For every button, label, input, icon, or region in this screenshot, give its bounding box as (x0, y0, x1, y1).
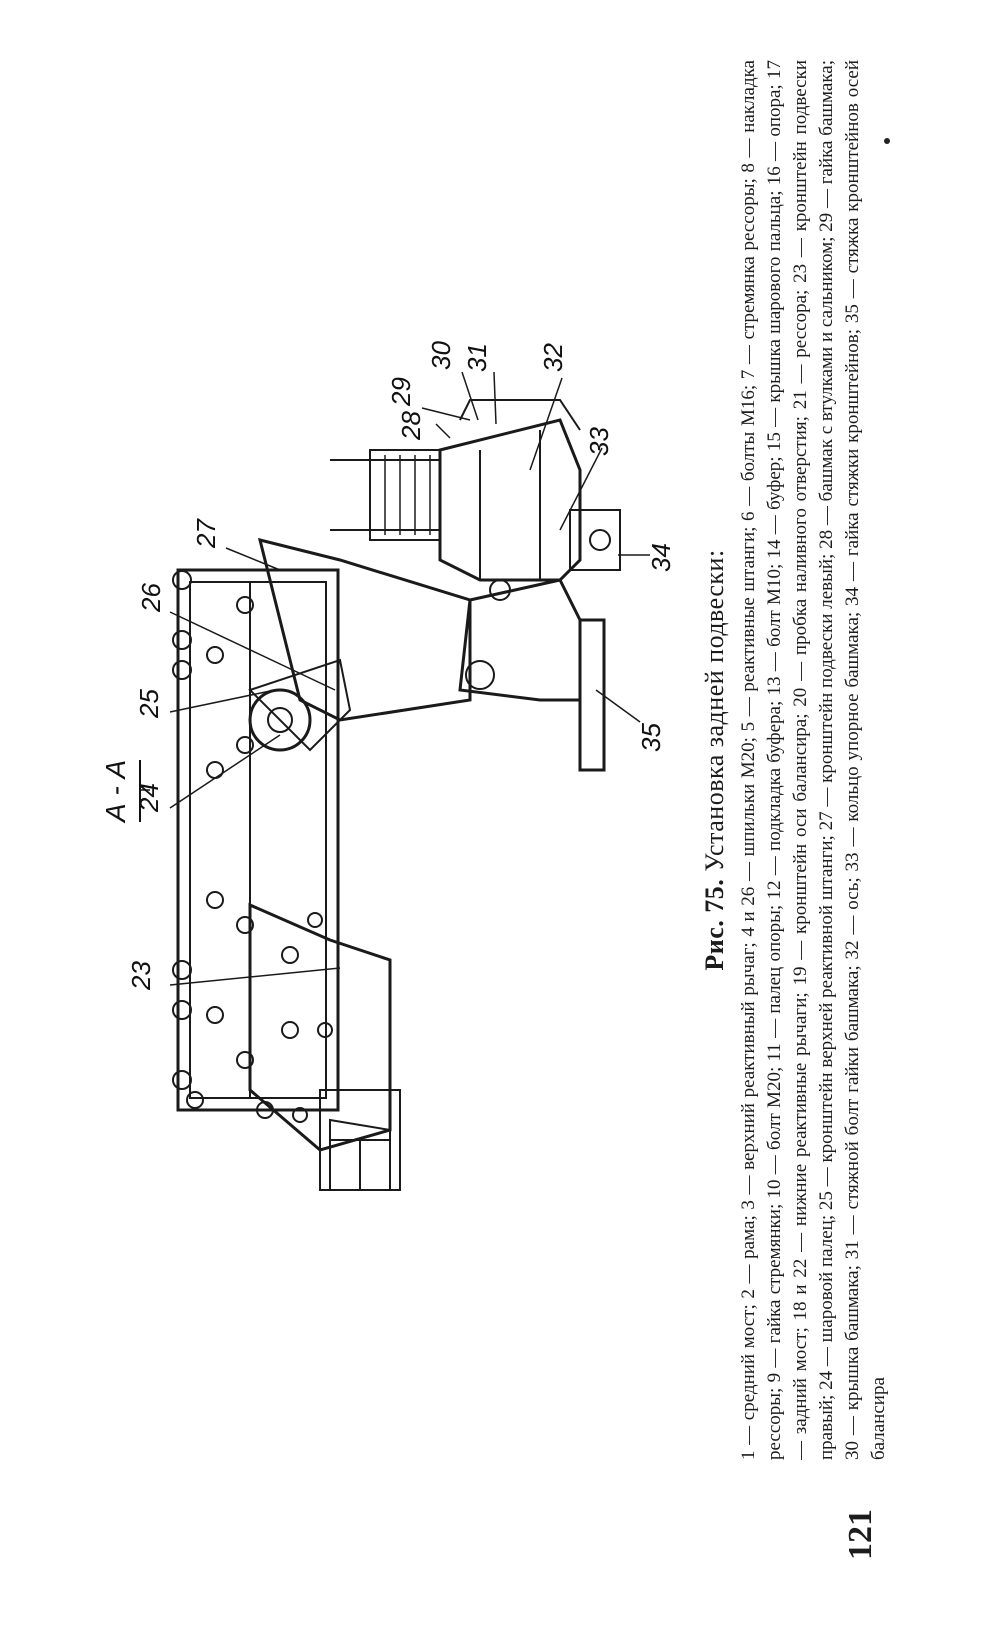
callout-35: 35 (636, 723, 666, 752)
stray-dot (884, 138, 890, 144)
section-label: А - А (100, 760, 131, 824)
balancer-bracket (458, 578, 582, 702)
callout-29: 29 (386, 377, 416, 407)
figure-number: Рис. 75. (700, 878, 729, 971)
callout-25: 25 (134, 689, 164, 719)
callout-26: 26 (136, 583, 166, 613)
callout-27: 27 (191, 518, 221, 549)
tie-rod (578, 618, 606, 772)
callout-28: 28 (396, 411, 426, 441)
frame-channel-outer (176, 568, 340, 1112)
callout-34: 34 (646, 543, 676, 572)
figure-title: Установка задней подвески: (700, 549, 729, 872)
frame-bolts (172, 570, 333, 1123)
page-number: 121 (842, 1509, 879, 1560)
callout-32: 32 (538, 343, 568, 372)
axle-housing (438, 418, 582, 582)
caption-title: Рис. 75. Установка задней подвески: (700, 60, 730, 1460)
caption-block: Рис. 75. Установка задней подвески: 1 — … (700, 60, 892, 1460)
callout-33: 33 (584, 427, 614, 456)
leader-lines (140, 371, 650, 986)
callout-23: 23 (126, 961, 156, 991)
callout-24: 24 (134, 783, 164, 813)
callout-30: 30 (426, 341, 456, 370)
callout-31: 31 (462, 343, 492, 372)
caption-body: 1 — средний мост; 2 — рама; 3 — верхний … (738, 60, 889, 1460)
